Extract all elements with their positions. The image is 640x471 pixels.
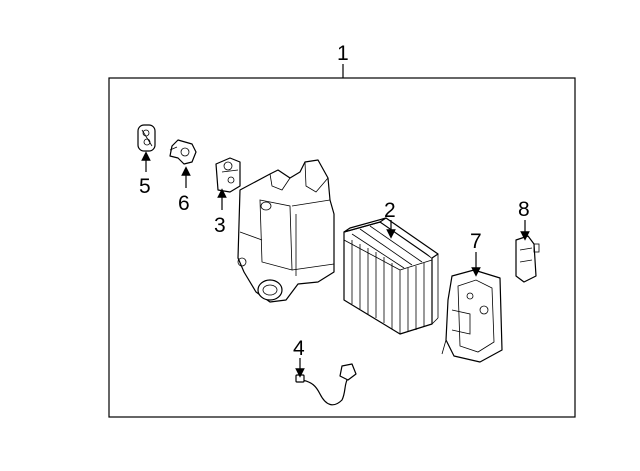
callout-8: 8 <box>518 198 530 221</box>
part-2-evaporator-core <box>343 217 439 335</box>
callout-4: 4 <box>293 337 305 360</box>
callout-5: 5 <box>139 175 151 198</box>
assembly-frame <box>108 77 576 418</box>
callout-2: 2 <box>384 199 396 222</box>
part-3-valve <box>215 157 241 193</box>
evaporator-case <box>237 159 335 303</box>
part-4-wire-harness <box>295 363 357 406</box>
part-5-clip <box>137 124 156 152</box>
callout-3: 3 <box>214 214 226 237</box>
callout-7: 7 <box>470 230 482 253</box>
callout-1: 1 <box>337 42 349 65</box>
callout-6: 6 <box>178 192 190 215</box>
part-8-connector <box>515 235 540 283</box>
part-6-sensor <box>169 139 197 165</box>
part-7-cover <box>441 269 503 363</box>
